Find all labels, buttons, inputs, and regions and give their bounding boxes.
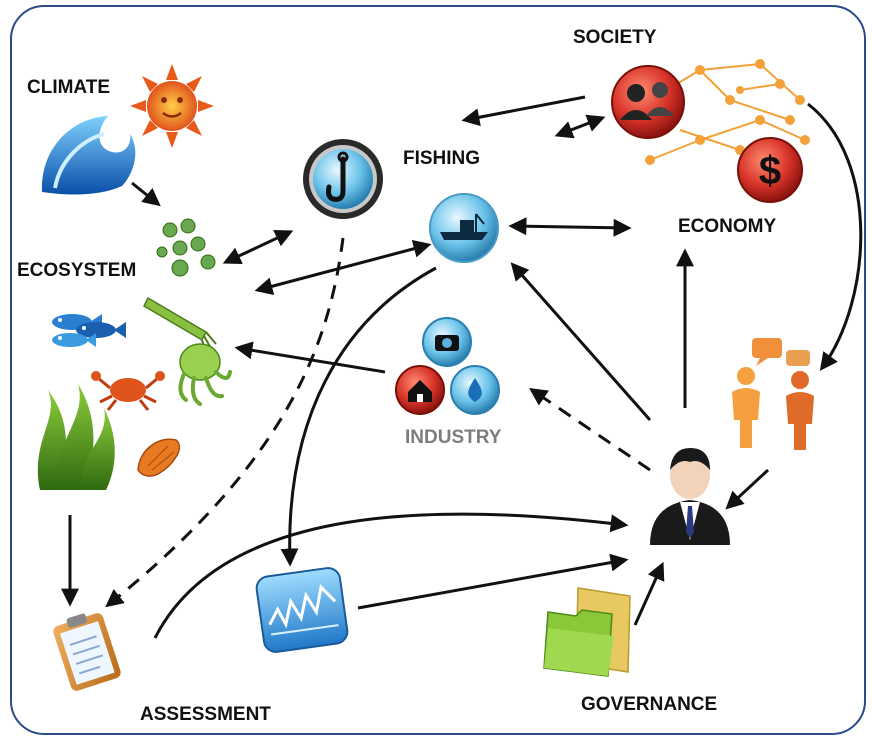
wave-icon	[41, 116, 136, 195]
label-fishing: FISHING	[403, 148, 480, 169]
fish-icon	[52, 314, 126, 347]
chart-icon	[255, 567, 349, 653]
arrow-stakeholders-to-manager	[725, 468, 770, 510]
folders-icon	[543, 587, 631, 677]
water-drop-icon	[450, 365, 500, 415]
arrow-wave-to-plankton	[131, 181, 161, 207]
dollar-icon: $	[737, 137, 803, 203]
people-network-icon	[611, 59, 810, 165]
arrow-plankton-hook	[222, 229, 294, 265]
arrow-boat-to-chart	[280, 266, 437, 567]
shell-icon	[137, 438, 181, 477]
house-icon	[395, 365, 445, 415]
arrows	[61, 95, 863, 639]
sun-icon	[130, 64, 214, 148]
label-governance: GOVERNANCE	[581, 694, 717, 715]
arrow-ecosystem-boat	[254, 239, 432, 296]
label-economy: ECONOMY	[678, 216, 777, 237]
arrow-industry-to-ecosystem	[234, 341, 386, 374]
arrow-society-to-fishing	[461, 95, 586, 127]
label-climate: CLIMATE	[27, 77, 110, 98]
boat-icon	[429, 193, 499, 263]
seaweed-icon	[37, 384, 115, 490]
arrow-boat-economy	[508, 217, 632, 237]
arrow-chart-to-manager	[357, 553, 629, 610]
label-society: SOCIETY	[573, 27, 657, 48]
manager-icon	[650, 448, 730, 545]
arrow-hook-to-clipboard	[105, 237, 345, 608]
arrow-manager-to-boat	[510, 262, 652, 421]
label-industry: INDUSTRY	[405, 427, 502, 448]
stakeholders-icon	[732, 338, 814, 450]
dollar-glyph: $	[759, 149, 781, 193]
label-assessment: ASSESSMENT	[140, 704, 271, 725]
clipboard-icon	[53, 613, 121, 691]
crab-icon	[91, 371, 165, 411]
camera-icon	[422, 317, 472, 367]
arrow-assessment-to-manager	[153, 512, 629, 639]
arrow-folders-to-manager	[633, 561, 665, 626]
arrow-society-fishing-both	[554, 114, 606, 139]
octopus-icon	[178, 343, 232, 406]
arrow-network-to-stakeholders	[807, 102, 863, 371]
fish-hook-icon	[303, 139, 383, 219]
snowflake-plankton-icon	[156, 218, 216, 277]
label-ecosystem: ECOSYSTEM	[17, 260, 136, 281]
